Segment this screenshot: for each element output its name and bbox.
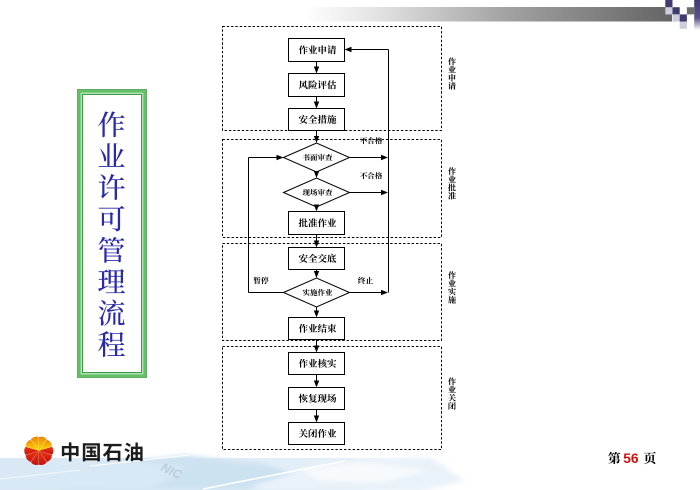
svg-text:56: 56 xyxy=(623,451,639,466)
